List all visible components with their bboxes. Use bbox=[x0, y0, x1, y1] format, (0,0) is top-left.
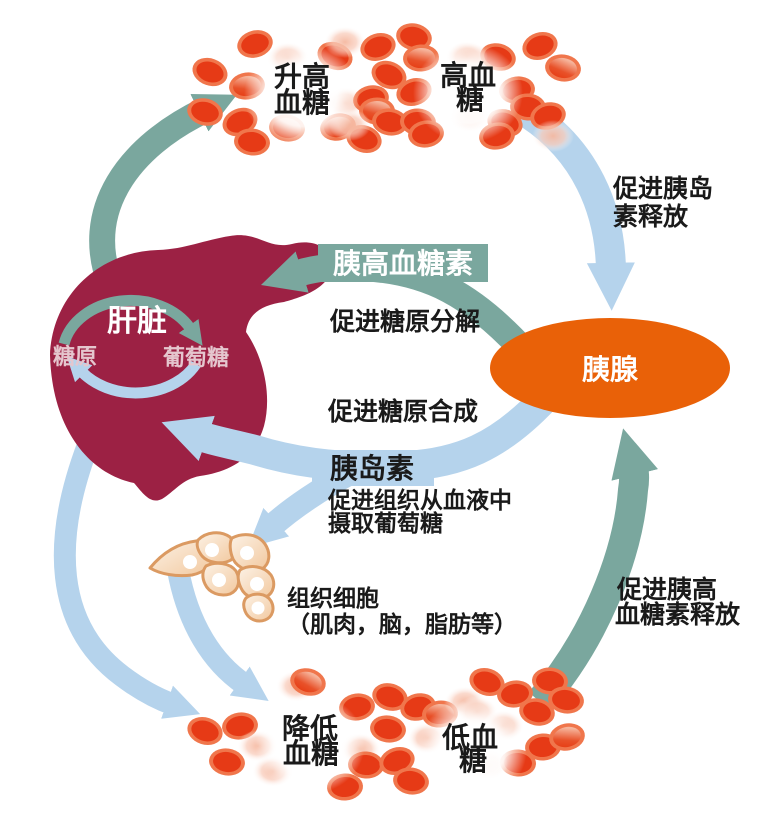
liver-label: 肝脏 bbox=[107, 304, 167, 339]
low-blood-sugar-label-line2: 糖 bbox=[459, 744, 487, 777]
blood-cell bbox=[522, 32, 558, 60]
blood-cell-faded bbox=[532, 120, 574, 152]
blood-cell bbox=[548, 686, 584, 714]
blood-cell bbox=[290, 668, 326, 696]
raise-blood-sugar-label-line1: 升高 bbox=[274, 60, 330, 93]
glucagon-label-box bbox=[318, 244, 488, 282]
halo bbox=[255, 694, 365, 794]
liver-cycle-arrow-glucose-to-glycogen bbox=[66, 356, 201, 399]
insulin-liver-action-label: 促进糖原合成 bbox=[327, 397, 478, 426]
arrow-tissue-to-lower-blood-sugar bbox=[167, 567, 269, 701]
insulin-release-label-line1: 促进胰岛 bbox=[612, 174, 713, 203]
blood-cell bbox=[396, 23, 432, 51]
lower-blood-sugar-label-line2: 血糖 bbox=[283, 737, 339, 770]
arrow-low-blood-sugar-to-pancreas bbox=[528, 428, 659, 712]
lower-blood-sugar-label-line1: 降低 bbox=[282, 712, 338, 745]
tissue-cells-label-line1: 组织细胞 bbox=[287, 585, 379, 612]
blood-cell-faded bbox=[324, 26, 366, 58]
tissue-cells-label-line2: （肌肉，脑，脂肪等） bbox=[287, 611, 517, 638]
insulin-label-box bbox=[312, 450, 434, 486]
halo bbox=[244, 43, 360, 147]
tissue-cell-nuclei bbox=[183, 543, 265, 615]
liver-cycle-arrow-glycogen-to-glucose bbox=[58, 294, 203, 346]
blood-cell bbox=[192, 57, 228, 87]
blood-cell bbox=[519, 698, 555, 726]
blood-cell bbox=[234, 128, 270, 156]
blood-cell bbox=[545, 54, 581, 82]
low-blood-sugar-label-line1: 低血 bbox=[441, 721, 498, 754]
liver: 肝脏 糖原 葡萄糖 bbox=[50, 235, 333, 501]
blood-cell bbox=[497, 680, 533, 708]
labels: 升高 血糖 高血 糖 促进胰岛 素释放 促进糖原分解 促进糖原合成 促进组织从血… bbox=[274, 59, 741, 777]
blood-cell bbox=[187, 717, 223, 745]
high-blood-sugar-label-line1: 高血 bbox=[440, 59, 496, 92]
blood-cell bbox=[371, 60, 407, 90]
glucagon-liver-action-label: 促进糖原分解 bbox=[329, 307, 480, 336]
tissue-cells bbox=[148, 531, 276, 623]
liver-glucose-label: 葡萄糖 bbox=[162, 345, 229, 371]
insulin-label: 胰岛素 bbox=[330, 452, 414, 485]
pancreas-label: 胰腺 bbox=[582, 353, 639, 386]
blood-cell bbox=[372, 683, 408, 711]
blood-cell bbox=[370, 715, 406, 743]
arrow-liver-to-raise-blood-sugar bbox=[89, 93, 237, 293]
glucagon-release-label-line2: 血糖素释放 bbox=[615, 600, 741, 629]
insulin-release-label-line2: 素释放 bbox=[613, 202, 689, 231]
liver-glycogen-label: 糖原 bbox=[53, 344, 97, 370]
blood-cell bbox=[393, 767, 429, 795]
blood-cell bbox=[469, 668, 505, 696]
glucagon-label: 胰高血糖素 bbox=[333, 247, 473, 280]
pancreas: 胰腺 bbox=[490, 318, 730, 418]
raise-blood-sugar-label-line2: 血糖 bbox=[274, 86, 330, 119]
blood-cell bbox=[549, 723, 585, 751]
pancreas-shape bbox=[490, 318, 730, 418]
glucagon-release-label-line1: 促进胰高 bbox=[616, 575, 717, 604]
blood-cell bbox=[372, 108, 408, 136]
high-blood-sugar-label-line2: 糖 bbox=[456, 83, 484, 116]
halo bbox=[413, 43, 523, 143]
blood-cell bbox=[187, 98, 223, 126]
halo bbox=[417, 700, 527, 800]
insulin-tissue-action-label-line1: 促进组织从血液中 bbox=[327, 487, 512, 514]
blood-cell bbox=[237, 30, 273, 58]
arrow-liver-to-lower-blood-sugar bbox=[53, 441, 201, 719]
blood-cell bbox=[360, 33, 396, 61]
insulin-tissue-action-label-line2: 摄取葡萄糖 bbox=[328, 510, 443, 537]
blood-cell bbox=[209, 748, 245, 776]
